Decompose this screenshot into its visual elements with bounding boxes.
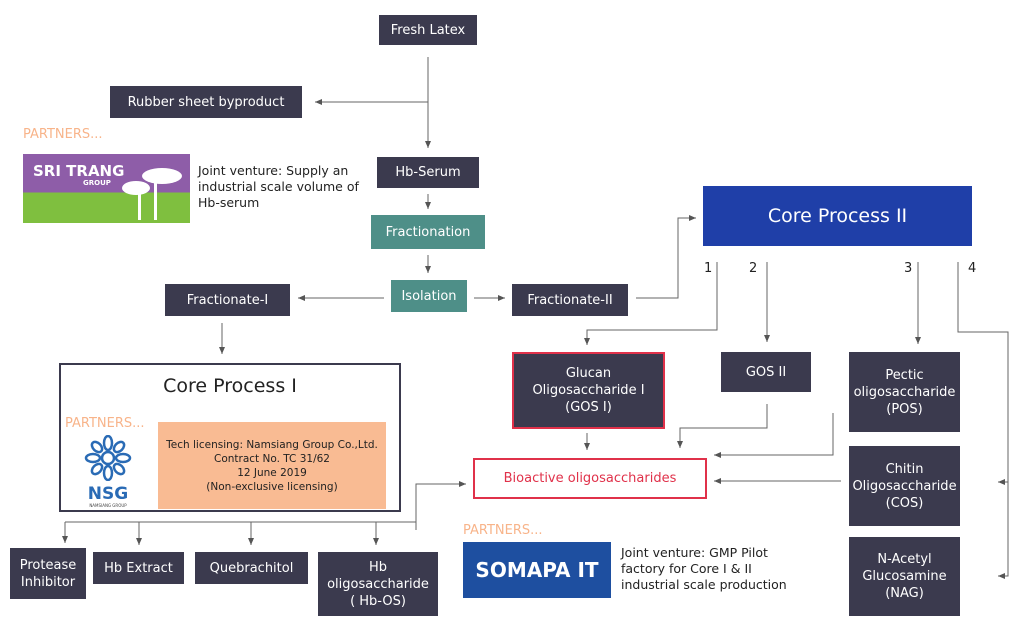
- node-gos2: GOS II: [721, 352, 811, 392]
- node-glucan-gos1: Glucan Oligosaccharide I (GOS I): [512, 352, 665, 429]
- partners-label: PARTNERS...: [23, 127, 103, 142]
- node-pectic-pos: Pectic oligosaccharide (POS): [849, 352, 960, 432]
- node-rubber-sheet: Rubber sheet byproduct: [110, 86, 302, 118]
- branch-number: 4: [968, 261, 977, 276]
- nsg-logo: NSG NAMSIANG GROUP: [80, 434, 136, 509]
- branch-number: 2: [749, 261, 758, 276]
- node-fractionate-2: Fractionate-II: [512, 284, 628, 316]
- branch-number: 1: [704, 261, 713, 276]
- nsg-license-info: Tech licensing: Namsiang Group Co.,Ltd. …: [158, 422, 386, 509]
- sri-trang-logo: SRI TRANG GROUP: [23, 154, 190, 223]
- branch-number: 3: [904, 261, 913, 276]
- somapa-logo: SOMAPA IT: [463, 542, 611, 598]
- node-isolation: Isolation: [391, 280, 467, 312]
- node-fractionate-1: Fractionate-I: [165, 284, 290, 316]
- node-nag: N-Acetyl Glucosamine (NAG): [849, 537, 960, 616]
- node-core-process-2: Core Process II: [703, 186, 972, 246]
- node-bioactive-oligosaccharides: Bioactive oligosaccharides: [473, 458, 707, 499]
- node-hb-serum: Hb-Serum: [377, 157, 479, 188]
- node-fractionation: Fractionation: [371, 215, 485, 249]
- node-chitin-cos: Chitin Oligosaccharide (COS): [849, 446, 960, 526]
- somapa-description: Joint venture: GMP Pilot factory for Cor…: [621, 545, 787, 592]
- core-process-1-box: Core Process I: [59, 363, 401, 512]
- flower-icon: [122, 168, 182, 220]
- node-hb-extract: Hb Extract: [93, 552, 184, 584]
- nsg-flower-icon: [84, 434, 132, 482]
- node-quebrachitol: Quebrachitol: [195, 552, 308, 584]
- partners-label: PARTNERS...: [463, 523, 543, 538]
- node-protease-inhibitor: Protease Inhibitor: [10, 548, 86, 599]
- node-hb-os: Hb oligosaccharide ( Hb-OS): [318, 552, 438, 616]
- node-fresh-latex: Fresh Latex: [379, 15, 477, 45]
- core-process-1-title: Core Process I: [163, 375, 297, 397]
- partners-label: PARTNERS...: [65, 416, 145, 431]
- sri-trang-description: Joint venture: Supply an industrial scal…: [198, 163, 359, 210]
